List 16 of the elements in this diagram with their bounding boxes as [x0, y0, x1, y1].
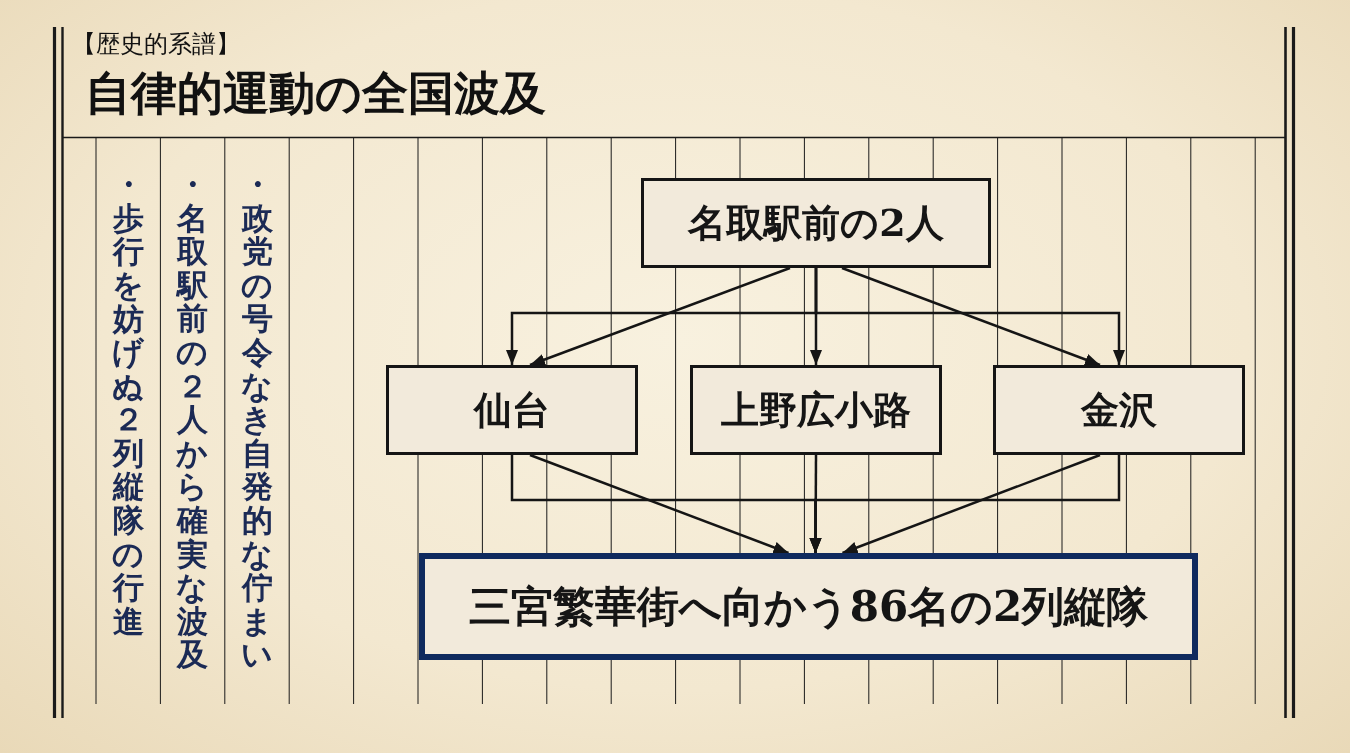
title: 自律的運動の全国波及: [85, 65, 546, 122]
arrow: [529, 453, 789, 555]
process-box: 三宮繁華街へ向かう86名の2列縦隊: [419, 553, 1198, 660]
vertical-note: ・政党の号令なき自発的な佇まい: [240, 168, 274, 672]
arrow: [841, 266, 1101, 367]
vertical-note: ・歩行を妨げぬ２列縦隊の行進: [111, 168, 145, 639]
section-label: 【歴史的系譜】: [72, 29, 240, 60]
arrow: [842, 453, 1101, 555]
arrow: [809, 455, 1121, 553]
vertical-note: ・名取駅前の２人から確実な波及: [175, 168, 209, 672]
process-box: 仙台: [386, 365, 638, 455]
arrow: [529, 266, 791, 367]
process-box: 名取駅前の2人: [641, 178, 991, 268]
arrow: [814, 268, 1125, 365]
process-box: 上野広小路: [690, 365, 942, 455]
process-box: 金沢: [993, 365, 1245, 455]
